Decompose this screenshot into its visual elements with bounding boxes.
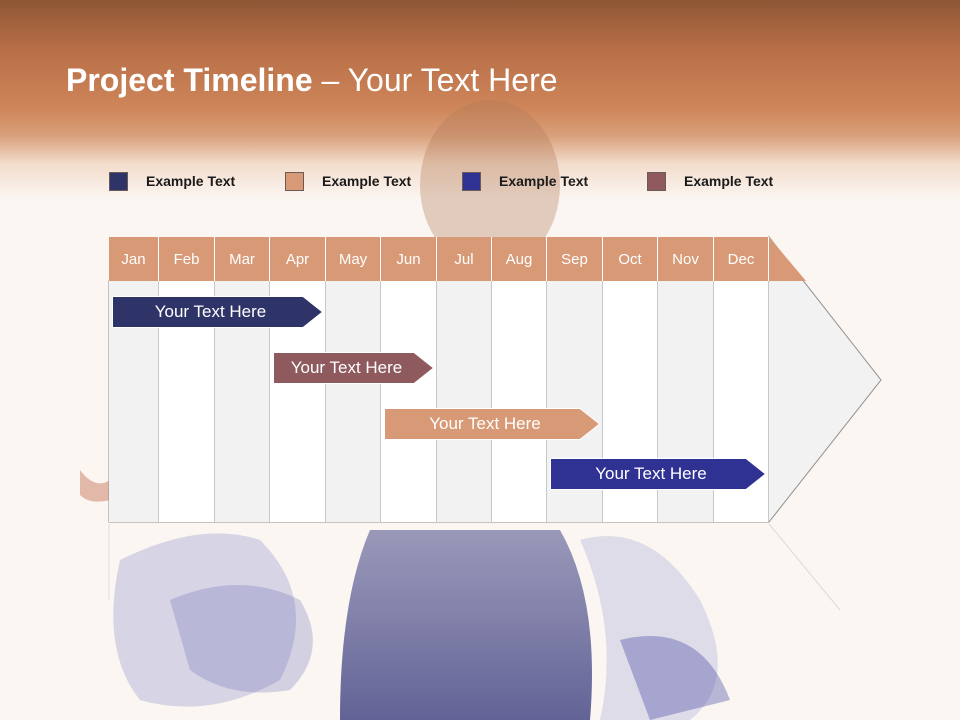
task-arrow-shape [550, 458, 766, 490]
legend-swatch [462, 171, 481, 191]
month-label: Nov [658, 237, 714, 281]
title-bold: Project Timeline [66, 62, 313, 98]
month-label: Jan [109, 237, 159, 281]
legend-swatch [109, 171, 128, 191]
task-bar: Your Text Here [550, 458, 766, 490]
legend-item: Example Text [462, 171, 588, 191]
month-label: Aug [492, 237, 547, 281]
legend-label: Example Text [146, 173, 236, 189]
month-label: Sep [547, 237, 603, 281]
legend-swatch [647, 171, 666, 191]
legend-label: Example Text [684, 173, 774, 189]
legend-label: Example Text [322, 173, 412, 189]
month-label: Oct [603, 237, 658, 281]
task-label: Your Text Here [595, 464, 707, 483]
month-label: Feb [159, 237, 215, 281]
slide-title: Project Timeline – Your Text Here [66, 62, 558, 99]
month-label: Dec [714, 237, 769, 281]
task-arrow-shape [112, 296, 323, 328]
month-label: Jun [381, 237, 437, 281]
task-bar: Your Text Here [112, 296, 323, 328]
task-label: Your Text Here [290, 358, 403, 377]
task-arrow-shape [273, 352, 434, 384]
legend-swatch [285, 171, 304, 191]
task-label: Your Text Here [154, 302, 267, 321]
month-column [437, 281, 492, 522]
month-label: Jul [437, 237, 492, 281]
title-rest: – Your Text Here [312, 62, 558, 98]
month-column [492, 281, 547, 522]
task-label: Your Text Here [429, 414, 541, 433]
legend-item: Example Text [647, 171, 773, 191]
legend-item: Example Text [285, 171, 411, 191]
task-bar: Your Text Here [273, 352, 434, 384]
month-label: May [326, 237, 381, 281]
month-column [326, 281, 381, 522]
task-bar: Your Text Here [384, 408, 600, 440]
legend-item: Example Text [109, 171, 235, 191]
legend-label: Example Text [499, 173, 589, 189]
task-arrow-shape [384, 408, 600, 440]
header-band [0, 0, 960, 200]
month-label: Apr [270, 237, 326, 281]
month-label: Mar [215, 237, 270, 281]
month-column [381, 281, 437, 522]
